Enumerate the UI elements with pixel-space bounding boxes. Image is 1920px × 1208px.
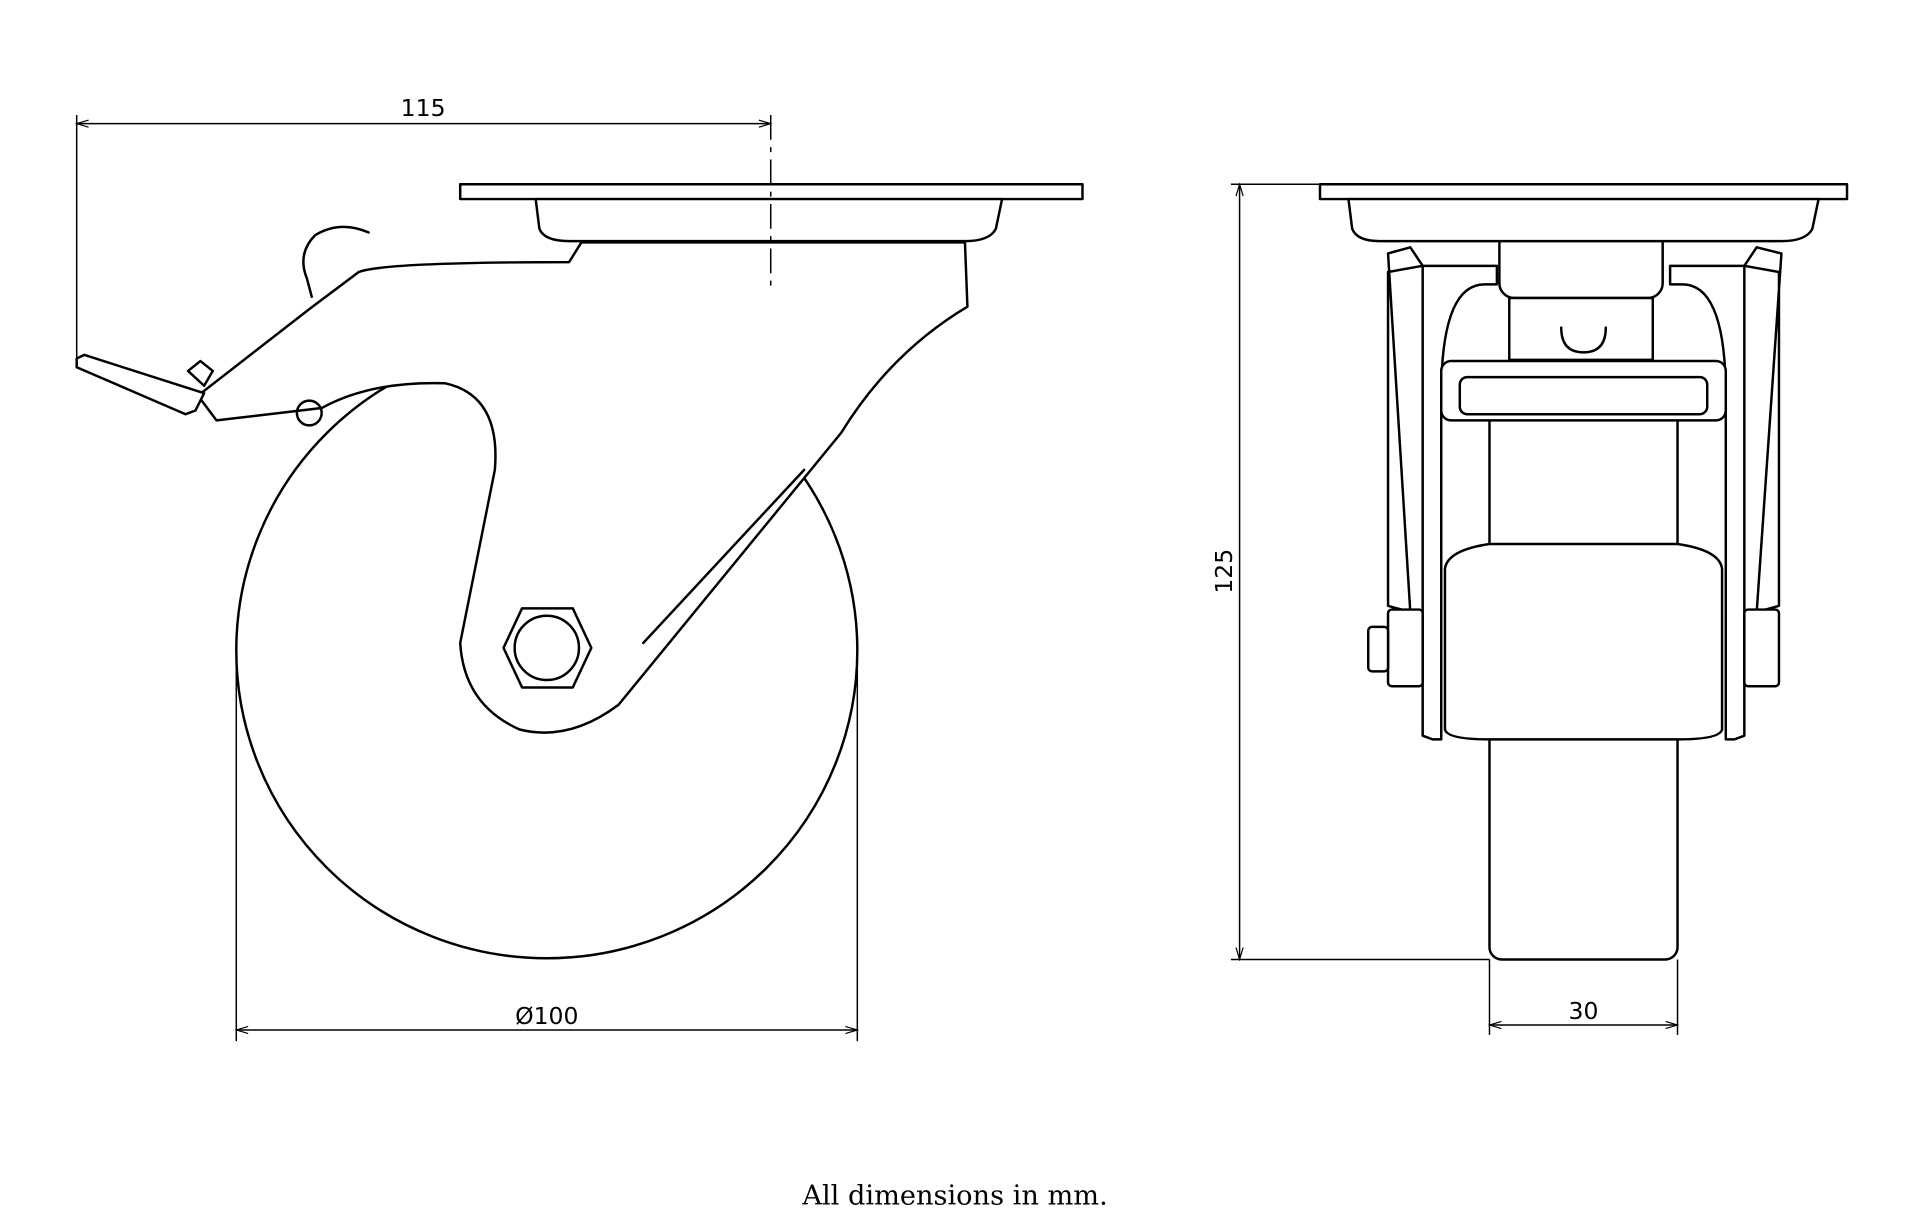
brake-pivot — [295, 399, 323, 427]
brake-stem — [1508, 296, 1655, 362]
brake-tab — [186, 359, 215, 388]
axle-hex-nut — [502, 607, 593, 689]
swivel-race-front — [1347, 197, 1820, 243]
axle-nut-left — [1386, 608, 1424, 688]
dimension-label-30: 30 — [1569, 997, 1599, 1025]
fork-edge — [642, 468, 806, 645]
brake-pedal-front — [1440, 359, 1728, 422]
front-view — [1318, 182, 1849, 961]
fork-body — [196, 241, 969, 734]
axle-bolt-end — [1367, 625, 1390, 673]
brake-spring — [1560, 326, 1608, 354]
dimension-label-125: 125 — [1210, 549, 1238, 594]
dimension-diameter: Ø100 — [236, 667, 857, 1042]
brake-pedal — [75, 353, 206, 416]
top-plate-front — [1318, 182, 1849, 201]
dimension-height: 125 — [1210, 184, 1490, 959]
brake-pedal-inner — [1458, 375, 1709, 416]
side-view — [75, 114, 1084, 960]
dimension-label-115: 115 — [401, 94, 446, 122]
dimension-label-diameter: Ø100 — [515, 1002, 578, 1030]
caption: All dimensions in mm. — [801, 1180, 1107, 1208]
fork-left-leg — [1386, 246, 1499, 741]
fork-right-leg — [1668, 246, 1783, 741]
axle-nut-right — [1743, 608, 1781, 688]
swivel-race — [534, 197, 1004, 243]
axle — [513, 614, 581, 682]
dimension-width: 30 — [1489, 959, 1677, 1035]
hub — [1443, 542, 1724, 741]
dimension-reach: 115 — [77, 94, 771, 359]
brake-hook — [302, 225, 370, 298]
